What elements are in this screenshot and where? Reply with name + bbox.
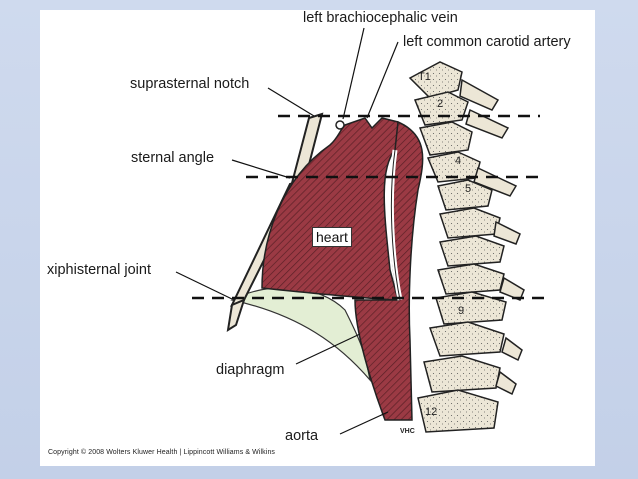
reference-lines [192, 114, 548, 300]
vertebra-label-5: 5 [465, 183, 472, 195]
label-left-common-carotid-artery: left common carotid artery [403, 34, 571, 50]
vertebral-column [408, 61, 507, 433]
brachiocephalic-vein-circle [335, 120, 345, 130]
vertebra-label-9: 9 [458, 305, 465, 317]
label-diaphragm: diaphragm [216, 362, 285, 378]
label-sternal-angle: sternal angle [131, 150, 215, 166]
vertebra-label-12: 12 [425, 406, 438, 418]
label-aorta: aorta [285, 428, 319, 444]
spinous-processes [459, 78, 525, 396]
leader-lines [175, 27, 399, 435]
copyright-notice: Copyright © 2008 Wolters Kluwer Health |… [48, 449, 276, 456]
vertebra-label-t1: T1 [418, 71, 431, 83]
label-heart: heart [312, 227, 352, 247]
label-suprasternal-notch: suprasternal notch [130, 76, 250, 92]
xiphoid-process [226, 298, 246, 333]
heart-shape [261, 117, 406, 301]
artist-signature: VHC [400, 428, 415, 435]
label-xiphisternal-joint: xiphisternal joint [47, 262, 151, 278]
label-left-brachiocephalic-vein: left brachiocephalic vein [303, 10, 458, 26]
vertebra-label-4: 4 [455, 155, 462, 167]
vertebra-label-2: 2 [437, 98, 444, 110]
